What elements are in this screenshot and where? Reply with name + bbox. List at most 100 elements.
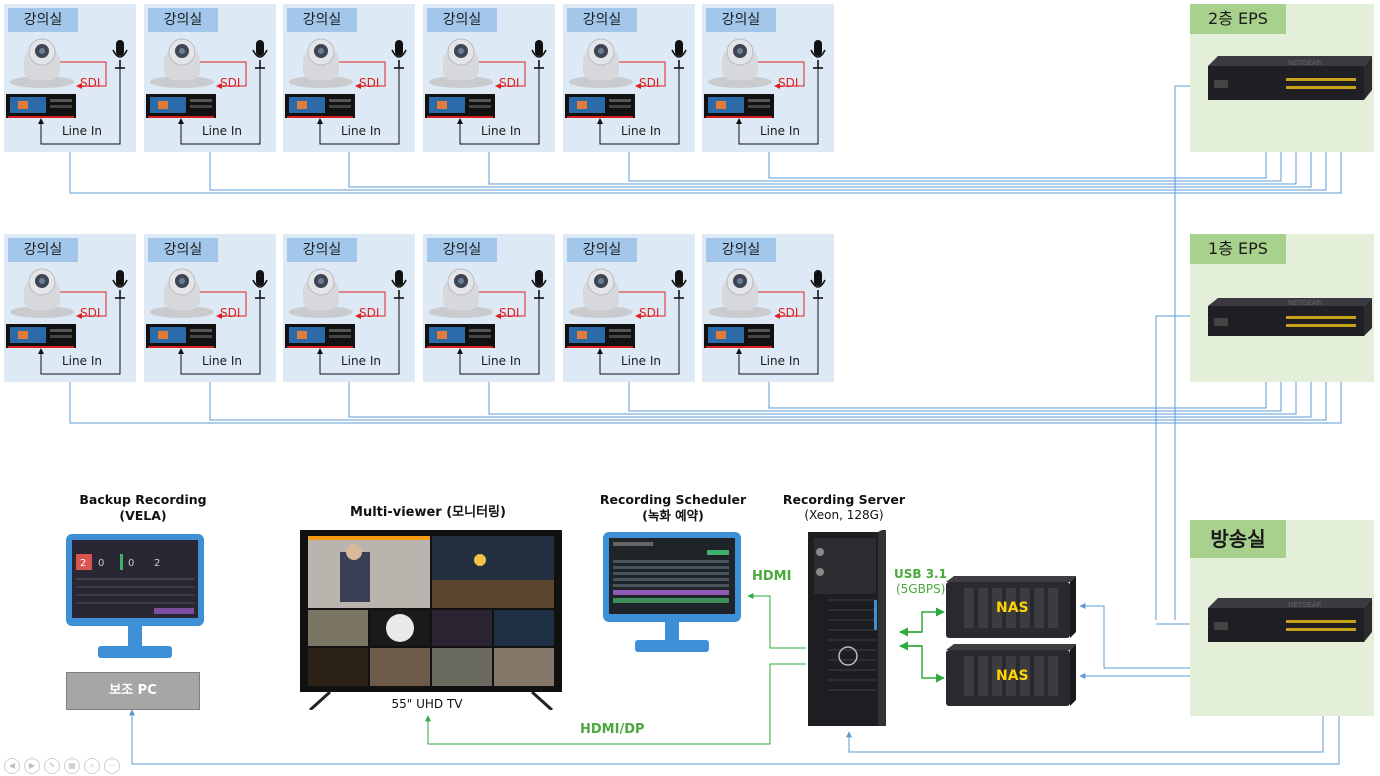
classroom-label: 강의실: [8, 238, 78, 262]
uplink-floor1-2: [209, 347, 1329, 421]
recorder-device-icon: [285, 324, 355, 348]
microphone-icon: [112, 270, 128, 299]
ptz-camera-icon: [10, 38, 74, 88]
recorder-device-icon: [704, 94, 774, 118]
scheduler-monitor-icon: [603, 532, 741, 652]
uhd-tv-icon: [300, 530, 562, 710]
more-options-icon[interactable]: ⋯: [104, 758, 120, 774]
server-title: Recording Server: [782, 492, 906, 507]
scheduler-title: Recording Scheduler (녹화 예약): [598, 492, 748, 524]
backbone-1f: [1155, 313, 1201, 620]
uplink-floor1-1: [69, 347, 1344, 424]
backup-sub-line: (VELA): [119, 508, 167, 523]
usb-nas1: [900, 607, 945, 633]
recorder-device-icon: [146, 94, 216, 118]
scheduler-sub-line: (녹화 예약): [642, 508, 704, 523]
sdi-label: SDI: [220, 306, 241, 320]
sdi-label: SDI: [639, 76, 660, 90]
line-in-label: Line In: [621, 354, 661, 368]
classroom-equipment-art: [565, 268, 687, 375]
hdmi-dp-tv: [425, 663, 806, 745]
backup-title-line: Backup Recording: [79, 492, 207, 507]
uplink-floor1-3: [348, 347, 1314, 418]
classroom-label: 강의실: [427, 8, 497, 32]
nas2-label: NAS: [996, 668, 1029, 684]
sdi-label: SDI: [778, 306, 799, 320]
line-in-label: Line In: [760, 354, 800, 368]
line-in-label: Line In: [760, 124, 800, 138]
line-in-label: Line In: [202, 354, 242, 368]
line-in-label: Line In: [62, 354, 102, 368]
sdi-label: SDI: [80, 76, 101, 90]
multiviewer-title: Multi-viewer (모니터링): [350, 505, 506, 520]
ptz-camera-icon: [429, 268, 493, 318]
classroom-equipment-art: [285, 38, 407, 145]
slides-grid-icon[interactable]: ▦: [64, 758, 80, 774]
eps-floor1-label: 1층 EPS: [1190, 234, 1286, 264]
sdi-label: SDI: [499, 76, 520, 90]
nas-device-icon: [946, 644, 1076, 706]
classroom-equipment-art: [146, 268, 268, 375]
classroom-label: 강의실: [8, 8, 78, 32]
classroom-label: 강의실: [148, 238, 218, 262]
line-in-label: Line In: [202, 124, 242, 138]
eps-floor2-label: 2층 EPS: [1190, 4, 1286, 34]
microphone-icon: [391, 270, 407, 299]
recorder-device-icon: [425, 324, 495, 348]
zoom-icon[interactable]: ⌕: [84, 758, 100, 774]
line-in-label: Line In: [621, 124, 661, 138]
eps-floor2-panel: 2층 EPS NETGEAR: [1190, 4, 1374, 152]
studio-label: 방송실: [1190, 520, 1286, 558]
switch-brand-text: NETGEAR: [1288, 59, 1322, 67]
recorder-device-icon: [285, 94, 355, 118]
classroom-equipment-art: [285, 268, 407, 375]
backup-count-text: 0: [128, 558, 134, 569]
network-switch-icon: NETGEAR: [1208, 56, 1372, 100]
tower-server-icon: [808, 530, 886, 726]
uplink-floor2-1: [69, 117, 1344, 194]
pen-icon[interactable]: ✎: [44, 758, 60, 774]
classroom-label: 강의실: [427, 238, 497, 262]
microphone-icon: [671, 40, 687, 69]
recorder-device-icon: [6, 94, 76, 118]
ptz-camera-icon: [289, 38, 353, 88]
server-spec: (Xeon, 128G): [804, 508, 884, 522]
nas1-label: NAS: [996, 600, 1029, 616]
sdi-label: SDI: [639, 306, 660, 320]
sdi-label: SDI: [80, 306, 101, 320]
ptz-camera-icon: [10, 268, 74, 318]
recorder-device-icon: [6, 324, 76, 348]
classroom-floor1-5: 강의실 SDI Line In: [563, 234, 695, 382]
backup-pc-box: 보조 PC: [66, 672, 200, 710]
next-slide-icon[interactable]: ▶: [24, 758, 40, 774]
classroom-equipment-art: [704, 268, 826, 375]
recorder-device-icon: [425, 94, 495, 118]
prev-slide-icon[interactable]: ◀: [4, 758, 20, 774]
hdmi-label: HDMI: [752, 569, 792, 584]
sdi-label: SDI: [220, 76, 241, 90]
classroom-equipment-art: [425, 268, 547, 375]
classroom-floor1-1: 강의실 SDI Line In: [4, 234, 136, 382]
uplink-floor2-3: [348, 117, 1314, 188]
usb-speed-label: (5GBPS): [896, 582, 946, 596]
classroom-label: 강의실: [287, 238, 357, 262]
classroom-floor1-2: 강의실 SDI Line In: [144, 234, 276, 382]
microphone-icon: [252, 40, 268, 69]
classroom-equipment-art: [6, 268, 128, 375]
line-in-label: Line In: [341, 124, 381, 138]
backup-monitor-icon: 2 0 0 2: [66, 534, 204, 658]
sdi-label: SDI: [359, 306, 380, 320]
classroom-label: 강의실: [567, 238, 637, 262]
classroom-equipment-art: [425, 38, 547, 145]
uplink-floor2-2: [209, 117, 1329, 191]
backup-count-text: 0: [98, 558, 104, 569]
line-in-label: Line In: [481, 124, 521, 138]
network-switch-icon: NETGEAR: [1208, 298, 1372, 336]
